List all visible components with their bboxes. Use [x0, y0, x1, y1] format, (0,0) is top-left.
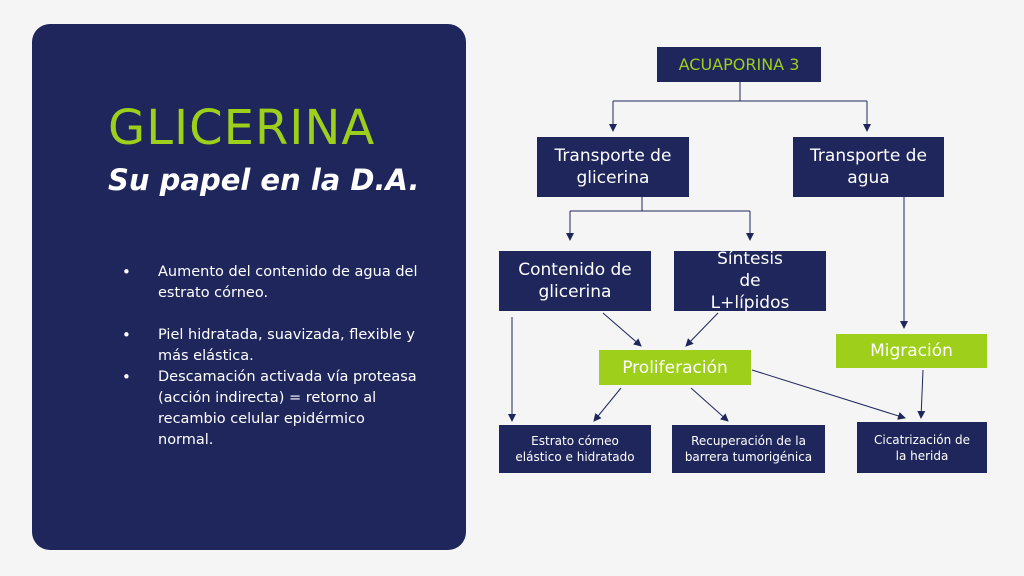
bullet-item: Aumento del contenido de agua del estrat…: [122, 262, 422, 304]
node-contenido-glicerina: Contenido de glicerina: [499, 251, 651, 311]
connector-arrow: [602, 312, 642, 347]
node-sintesis-lipidos: Síntesis de L+lípidos: [674, 249, 826, 313]
bullet-item: Descamación activada vía proteasa (acció…: [122, 367, 422, 451]
bullet-item: Piel hidratada, suavizada, flexible y má…: [122, 325, 422, 367]
node-cicatrizacion: Cicatrización de la herida: [857, 422, 987, 473]
page-title: GLICERINA: [108, 100, 376, 156]
node-transporte-glicerina: Transporte de glicerina: [537, 137, 689, 197]
node-estrato-corneo: Estrato córneo elástico e hidratado: [499, 425, 651, 473]
node-transporte-agua: Transporte de agua: [793, 137, 944, 197]
node-acuaporina: ACUAPORINA 3: [657, 47, 821, 82]
bullet-list: Aumento del contenido de agua del estrat…: [122, 262, 422, 451]
connector-arrow: [917, 369, 926, 419]
node-proliferacion: Proliferación: [599, 350, 751, 385]
node-migracion: Migración: [836, 334, 987, 368]
connector-arrow: [690, 387, 729, 422]
connector-arrow: [593, 387, 622, 422]
connector-arrow: [751, 369, 906, 420]
node-recuperacion-barrera: Recuperación de la barrera tumorigénica: [672, 425, 825, 473]
page-subtitle: Su papel en la D.A.: [108, 163, 420, 197]
connector-arrow: [685, 312, 719, 347]
